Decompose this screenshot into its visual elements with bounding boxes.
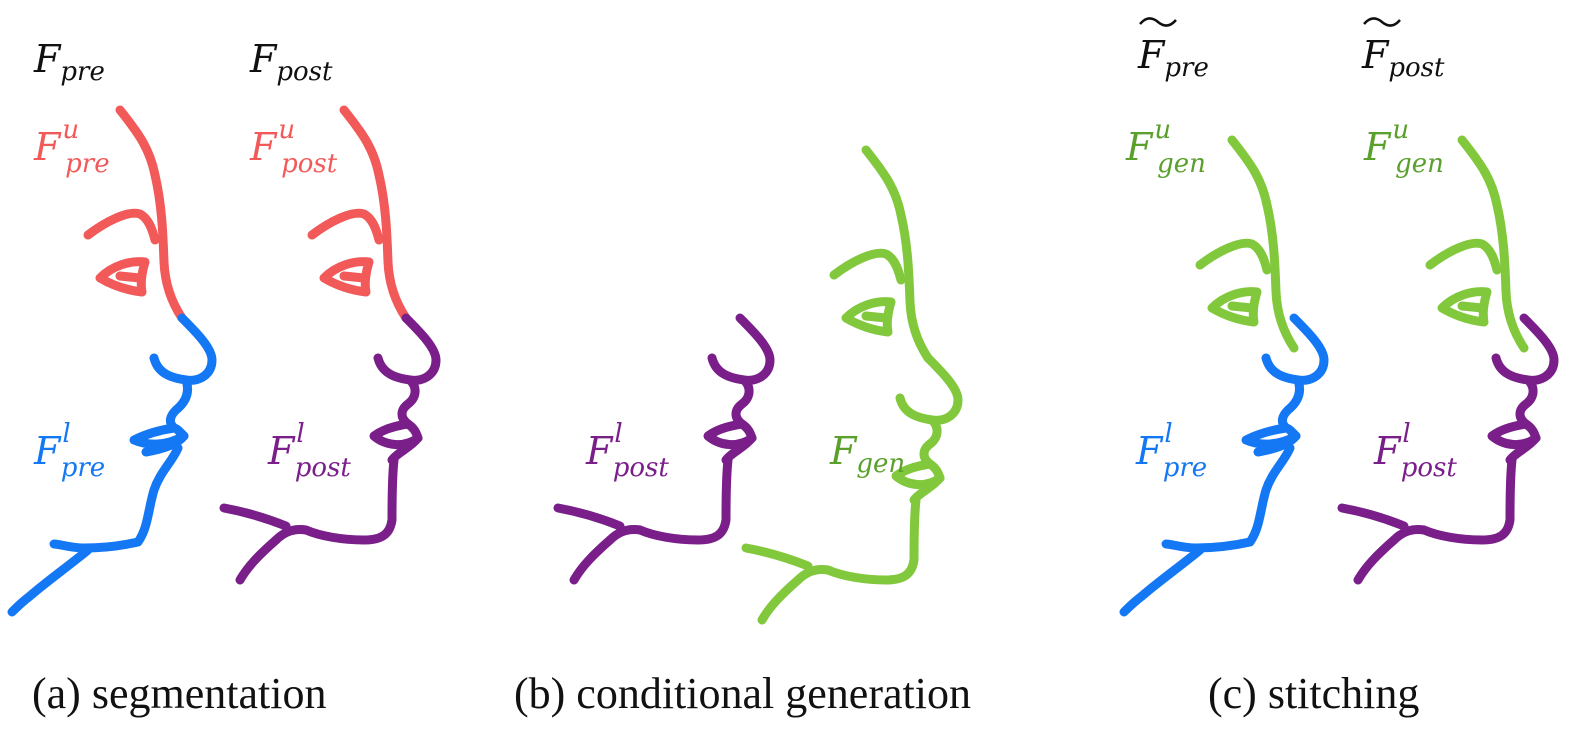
- svg-text:Fpost: Fpost: [1361, 33, 1445, 83]
- panel-a-pre-face: [12, 110, 212, 612]
- post-lower-face: [224, 318, 436, 580]
- caption-a: (a) segmentation: [32, 669, 326, 718]
- stitched-post-upper: [1430, 140, 1524, 348]
- pre-upper-face: [88, 110, 182, 318]
- panel-a-post-face: [224, 110, 436, 580]
- caption-b: (b) conditional generation: [514, 669, 971, 718]
- caption-c: (c) stitching: [1208, 669, 1419, 718]
- panel-b-generated-face: [746, 150, 958, 620]
- label-tilde-f-pre: Fpre: [1137, 17, 1209, 83]
- tilde-mark: [1139, 17, 1177, 27]
- generated-face: [746, 150, 958, 620]
- stitched-pre-upper: [1200, 140, 1294, 348]
- label-f-pre: Fpre: [33, 37, 105, 87]
- panel-c-stitched-post: [1430, 140, 1524, 348]
- panel-c-stitched-pre: [1200, 140, 1294, 348]
- tilde-mark: [1363, 17, 1401, 27]
- label-f-post: Fpost: [249, 37, 333, 87]
- label-f-gen: Fgen: [829, 429, 905, 479]
- label-tilde-f-post: Fpost: [1361, 17, 1445, 83]
- post-upper-face: [312, 110, 406, 318]
- svg-text:Fpre: Fpre: [1137, 33, 1209, 83]
